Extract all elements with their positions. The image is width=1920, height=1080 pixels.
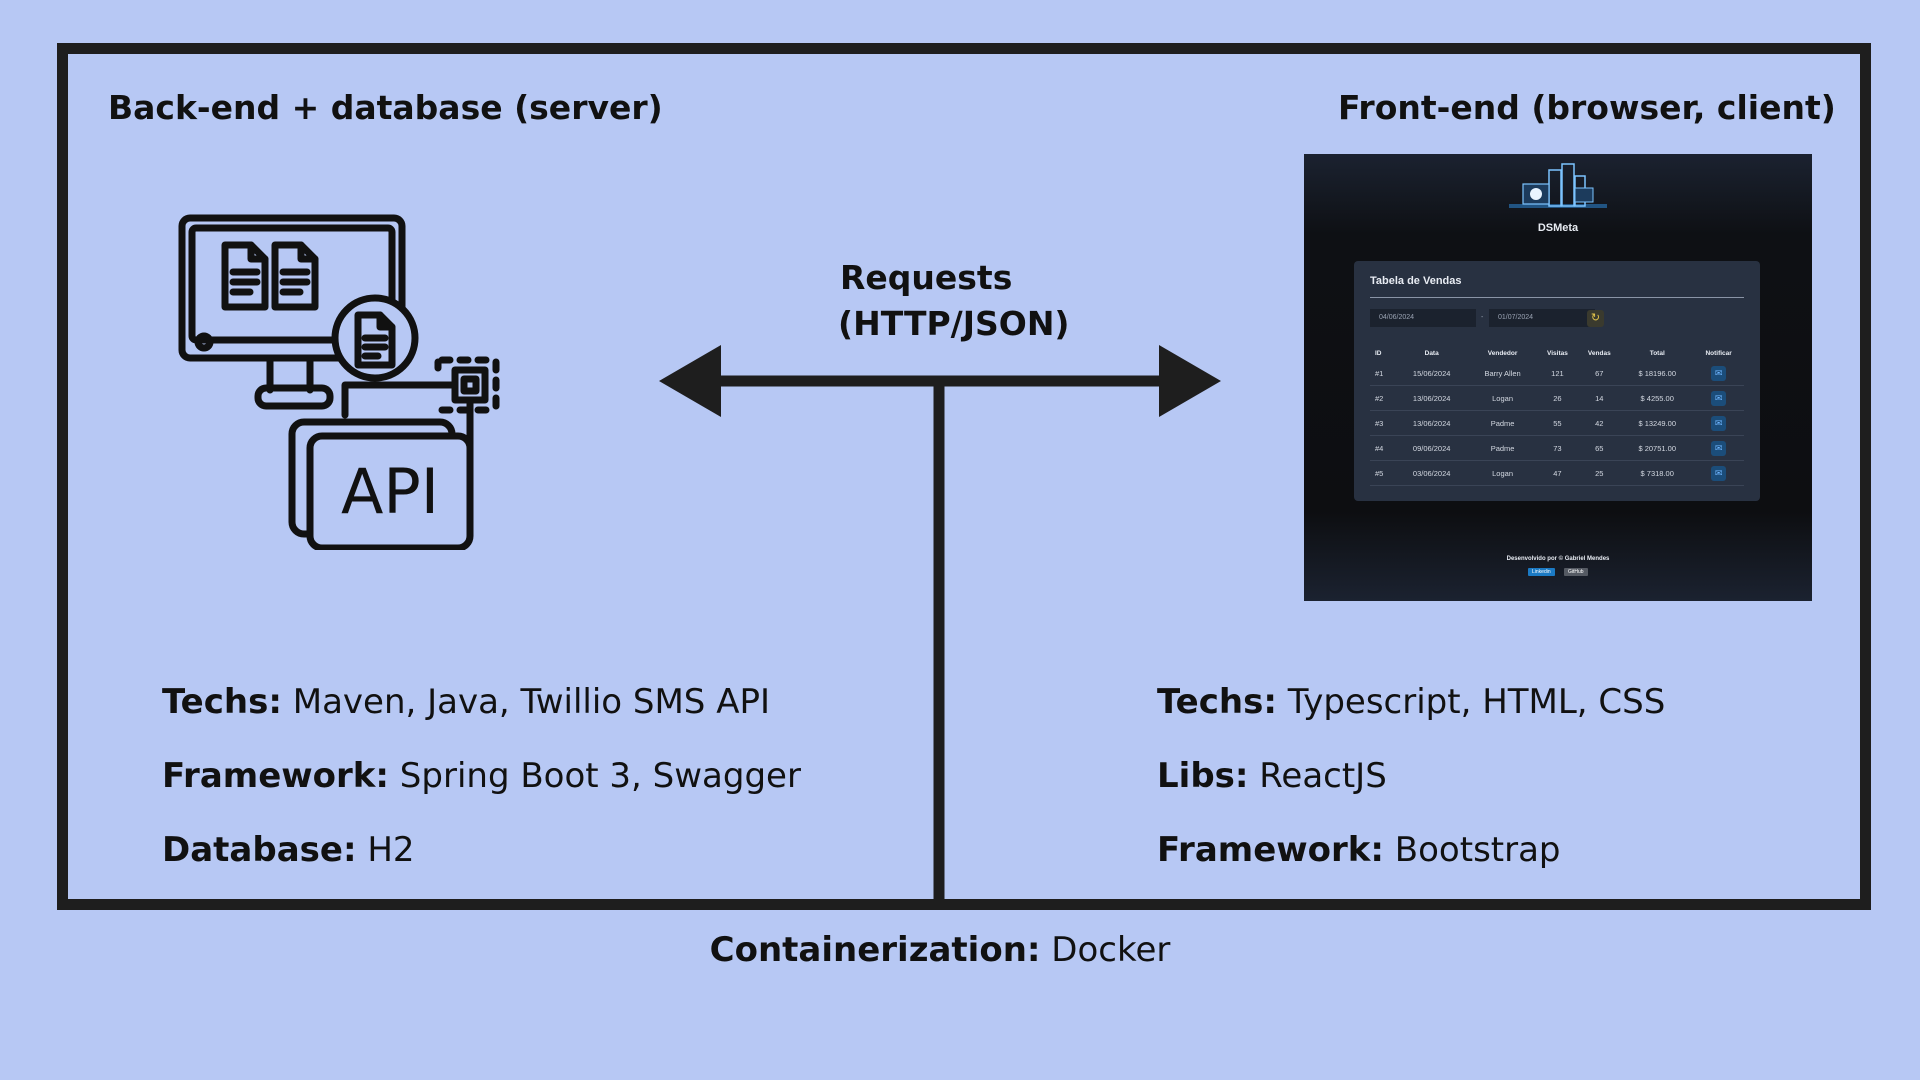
architecture-frame — [57, 43, 1871, 910]
footer-credit: Desenvolvido por © Gabriel Mendes — [1506, 556, 1610, 562]
cell-vendas: 65 — [1577, 435, 1622, 461]
frontend-libs-label: Libs: — [1157, 756, 1249, 796]
col-data: Data — [1424, 349, 1439, 357]
table-row: #2 13/06/2024 Logan 26 14 $ 4255.00 ✉ — [1370, 385, 1744, 411]
app-name: DSMeta — [1537, 222, 1579, 234]
cell-notificar: ✉ — [1693, 361, 1744, 386]
backend-techs: Techs: Maven, Java, Twillio SMS API — [162, 682, 770, 722]
col-total: Total — [1649, 349, 1665, 357]
frontend-framework: Framework: Bootstrap — [1157, 830, 1561, 870]
cell-visitas: 73 — [1537, 435, 1578, 461]
backend-framework: Framework: Spring Boot 3, Swagger — [162, 756, 801, 796]
api-icon-text: API — [341, 455, 439, 528]
cell-total: $ 13249.00 — [1621, 410, 1694, 436]
cell-vendas: 42 — [1577, 410, 1622, 436]
cell-vendedor: Padme — [1467, 410, 1538, 436]
bidirectional-arrow — [659, 345, 1221, 910]
frontend-techs-label: Techs: — [1157, 682, 1277, 722]
col-notificar: Notificar — [1705, 349, 1732, 357]
mail-icon[interactable]: ✉ — [1711, 415, 1727, 431]
containerization-label: Containerization: — [709, 930, 1041, 970]
frontend-techs: Techs: Typescript, HTML, CSS — [1157, 682, 1665, 722]
containerization-value: Docker — [1040, 930, 1171, 970]
cell-total: $ 20751.00 — [1621, 435, 1694, 461]
arrow-left-head — [659, 345, 721, 417]
date-to-input[interactable]: 01/07/2024 — [1489, 309, 1595, 327]
date-from-input[interactable]: 04/06/2024 — [1370, 309, 1476, 327]
mail-icon[interactable]: ✉ — [1711, 465, 1727, 481]
refresh-icon: ↻ — [1590, 312, 1601, 324]
cell-notificar: ✉ — [1693, 435, 1744, 461]
cell-visitas: 55 — [1537, 410, 1578, 436]
col-vendedor: Vendedor — [1487, 349, 1518, 357]
computer-api-icon: API — [178, 214, 500, 550]
date-separator: - — [1481, 314, 1484, 321]
backend-framework-value: Spring Boot 3, Swagger — [389, 756, 801, 796]
card-title: Tabela de Vendas — [1370, 275, 1462, 287]
cell-data: 13/06/2024 — [1395, 385, 1468, 411]
table-row: #4 09/06/2024 Padme 73 65 $ 20751.00 ✉ — [1370, 435, 1744, 461]
cell-visitas: 47 — [1537, 460, 1578, 486]
cell-data: 13/06/2024 — [1395, 410, 1468, 436]
cell-data: 09/06/2024 — [1395, 435, 1468, 461]
col-vendas: Vendas — [1587, 349, 1611, 357]
frontend-screenshot: DSMeta Tabela de Vendas 04/06/2024 - 01/… — [1304, 154, 1812, 601]
table-row: #1 15/06/2024 Barry Allen 121 67 $ 18196… — [1370, 361, 1744, 386]
requests-label-line2: (HTTP/JSON) — [838, 304, 1070, 343]
cell-id: #2 — [1370, 385, 1396, 411]
backend-framework-label: Framework: — [162, 756, 389, 796]
mail-icon[interactable]: ✉ — [1711, 365, 1727, 381]
cell-id: #4 — [1370, 435, 1396, 461]
sales-card: Tabela de Vendas 04/06/2024 - 01/07/2024… — [1354, 261, 1760, 501]
dashboard-logo-icon — [1509, 163, 1607, 208]
cell-id: #3 — [1370, 410, 1396, 436]
cell-visitas: 26 — [1537, 385, 1578, 411]
containerization-line: Containerization: Docker — [0, 930, 1880, 970]
cell-notificar: ✉ — [1693, 385, 1744, 411]
cell-vendas: 25 — [1577, 460, 1622, 486]
cell-vendedor: Barry Allen — [1467, 361, 1538, 386]
linkedin-button[interactable]: Linkedin — [1528, 568, 1555, 576]
cell-data: 03/06/2024 — [1395, 460, 1468, 486]
cell-data: 15/06/2024 — [1395, 361, 1468, 386]
col-id: ID — [1375, 349, 1382, 357]
frontend-techs-value: Typescript, HTML, CSS — [1276, 682, 1666, 722]
frontend-libs-value: ReactJS — [1248, 756, 1387, 796]
cell-total: $ 7318.00 — [1621, 460, 1694, 486]
frontend-heading: Front-end (browser, client) — [1338, 88, 1836, 127]
table-row: #5 03/06/2024 Logan 47 25 $ 7318.00 ✉ — [1370, 460, 1744, 486]
refresh-button[interactable]: ↻ — [1587, 310, 1604, 327]
github-button[interactable]: GitHub — [1564, 568, 1588, 576]
cell-total: $ 18196.00 — [1621, 361, 1694, 386]
backend-techs-value: Maven, Java, Twillio SMS API — [281, 682, 770, 722]
cell-vendedor: Logan — [1467, 460, 1538, 486]
cell-vendas: 14 — [1577, 385, 1622, 411]
backend-techs-label: Techs: — [162, 682, 282, 722]
backend-database: Database: H2 — [162, 830, 415, 870]
cell-notificar: ✉ — [1693, 410, 1744, 436]
card-divider — [1370, 297, 1744, 298]
mail-icon[interactable]: ✉ — [1711, 390, 1727, 406]
cell-vendedor: Logan — [1467, 385, 1538, 411]
frontend-framework-value: Bootstrap — [1384, 830, 1561, 870]
mail-icon[interactable]: ✉ — [1711, 440, 1727, 456]
requests-label-line1: Requests — [840, 258, 1013, 297]
backend-database-label: Database: — [162, 830, 357, 870]
sales-table: ID Data Vendedor Visitas Vendas Total No… — [1370, 345, 1744, 486]
frontend-framework-label: Framework: — [1157, 830, 1384, 870]
cell-id: #5 — [1370, 460, 1396, 486]
table-header-row: ID Data Vendedor Visitas Vendas Total No… — [1370, 345, 1744, 361]
cell-notificar: ✉ — [1693, 460, 1744, 486]
backend-heading: Back-end + database (server) — [108, 88, 663, 127]
arrow-right-head — [1159, 345, 1221, 417]
table-row: #3 13/06/2024 Padme 55 42 $ 13249.00 ✉ — [1370, 410, 1744, 436]
backend-database-value: H2 — [356, 830, 415, 870]
frontend-libs: Libs: ReactJS — [1157, 756, 1387, 796]
cell-total: $ 4255.00 — [1621, 385, 1694, 411]
cell-visitas: 121 — [1537, 361, 1578, 386]
col-visitas: Visitas — [1547, 349, 1568, 357]
cell-id: #1 — [1370, 361, 1396, 386]
cell-vendedor: Padme — [1467, 435, 1538, 461]
cell-vendas: 67 — [1577, 361, 1622, 386]
